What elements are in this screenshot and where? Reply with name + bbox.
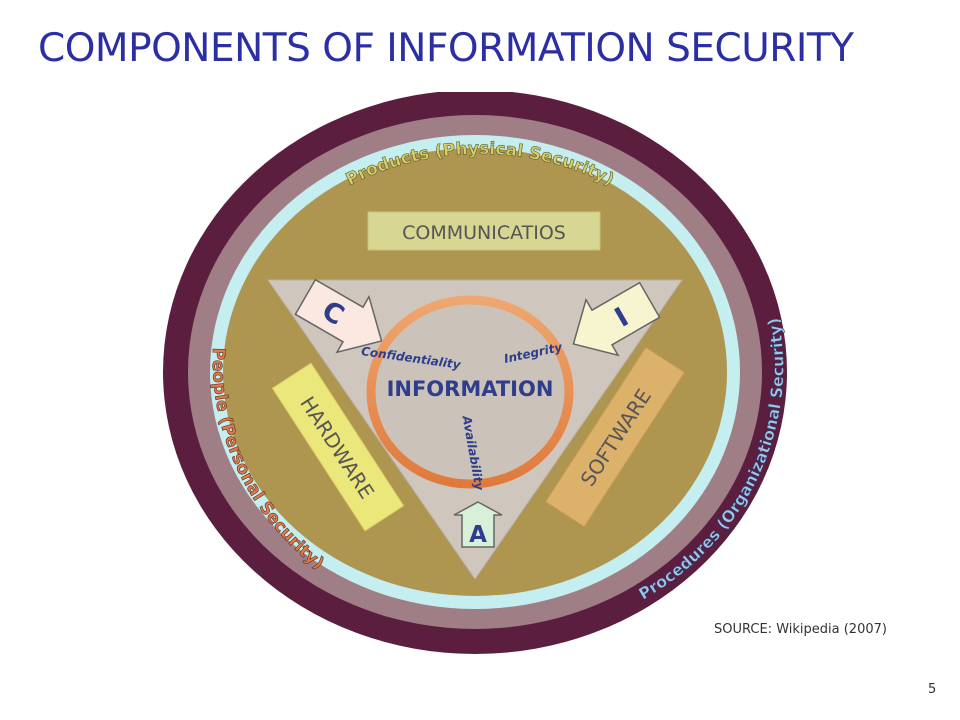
- page-title: COMPONENTS OF INFORMATION SECURITY: [38, 26, 854, 71]
- information-label: INFORMATION: [387, 377, 554, 401]
- information-ring: [366, 295, 574, 489]
- information-security-diagram: COMMUNICATIOS HARDWARE SOFTWARE C I A IN…: [163, 92, 788, 654]
- page-number: 5: [928, 682, 937, 697]
- availability-arrow: A: [453, 501, 503, 548]
- communications-label: COMMUNICATIOS: [402, 222, 566, 244]
- source-note: SOURCE: Wikipedia (2007): [714, 622, 887, 637]
- integrity-arrow: I: [572, 281, 661, 357]
- confidentiality-arrow: C: [294, 278, 383, 354]
- a-letter: A: [469, 522, 487, 548]
- communications-section: COMMUNICATIOS: [367, 211, 601, 251]
